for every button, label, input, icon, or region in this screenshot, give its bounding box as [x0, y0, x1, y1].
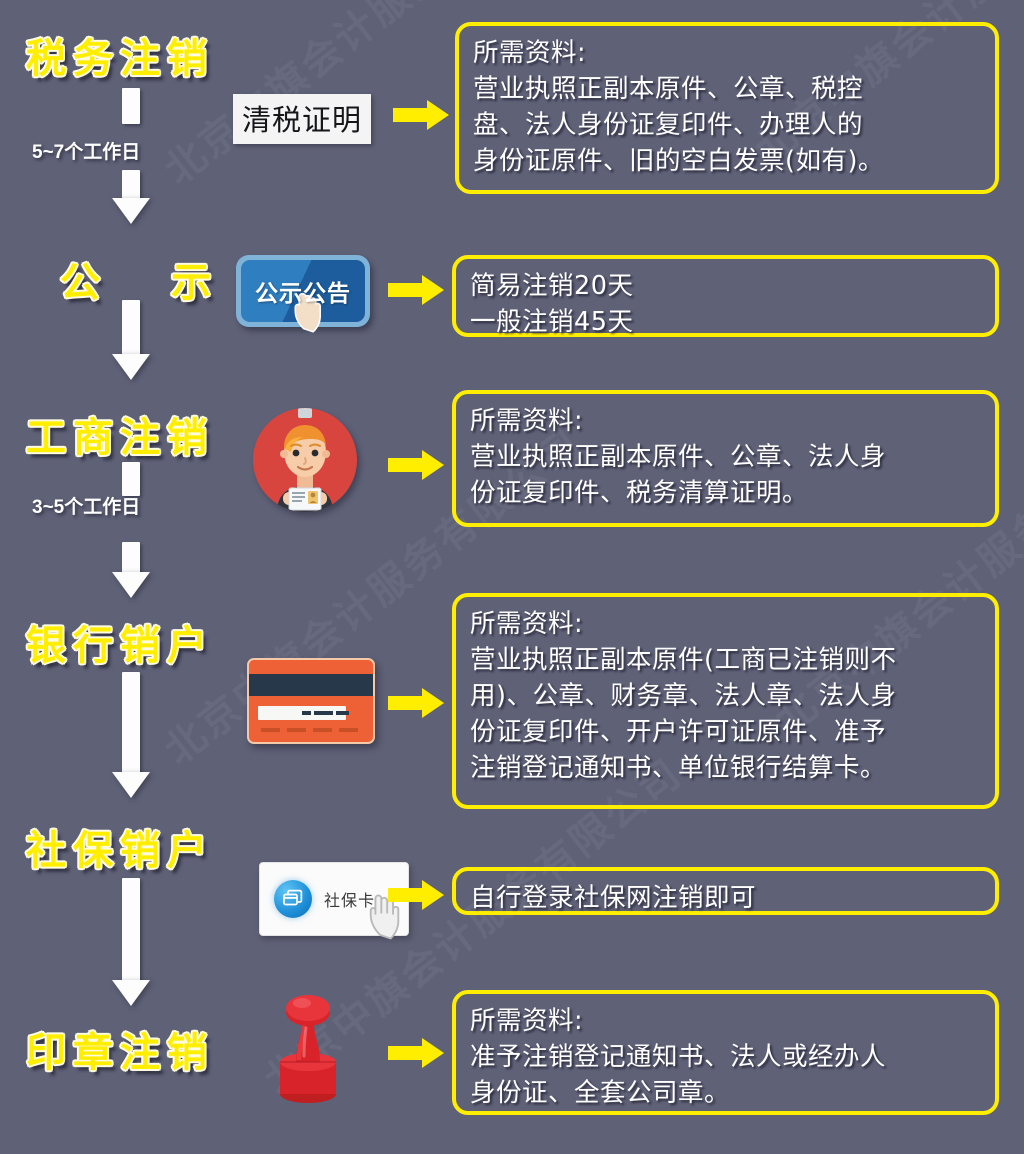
- flow-arrow-3: [106, 462, 156, 602]
- info-box-business-deregistration: 所需资料: 营业执照正副本原件、公章、法人身 份证复印件、税务清算证明。: [452, 390, 999, 527]
- pointer-arrow-4: [388, 688, 444, 718]
- info-box-seal-cancellation: 所需资料: 准予注销登记通知书、法人或经办人 身份证、全套公司章。: [452, 990, 999, 1115]
- duration-label-1: 5~7个工作日: [32, 142, 141, 163]
- badge-credit-card: [247, 658, 375, 744]
- step-title-bank-account-closure: 银行销户: [26, 624, 214, 668]
- info-line: 用)、公章、财务章、法人章、法人身: [470, 681, 897, 711]
- info-line: 注销登记通知书、单位银行结算卡。: [470, 753, 887, 783]
- info-line: 所需资料:: [470, 1006, 584, 1036]
- social-card-icon: [274, 880, 312, 918]
- info-line: 营业执照正副本原件(工商已注销则不: [470, 645, 897, 675]
- step-title-seal-cancellation: 印章注销: [26, 1031, 214, 1075]
- info-line: 所需资料:: [470, 406, 584, 436]
- info-line: 营业执照正副本原件、公章、税控: [473, 74, 864, 104]
- info-line: 营业执照正副本原件、公章、法人身: [470, 442, 887, 472]
- info-line: 一般注销45天: [470, 307, 634, 337]
- step-title-business-deregistration: 工商注销: [26, 416, 214, 460]
- badge-label: 公示公告: [255, 280, 351, 306]
- badge-clearance-certificate: 清税证明: [233, 94, 372, 144]
- badge-social-security-card-panel[interactable]: 社保卡: [259, 862, 409, 936]
- badge-label: 社保卡: [324, 893, 376, 910]
- info-box-public-announcement: 简易注销20天 一般注销45天: [452, 255, 999, 337]
- badge-person-avatar: [253, 408, 357, 512]
- info-line: 身份证、全套公司章。: [470, 1078, 731, 1108]
- info-line: 简易注销20天: [470, 271, 634, 301]
- info-line: 准予注销登记通知书、法人或经办人: [470, 1042, 887, 1072]
- step-title-social-security-closure: 社保销户: [26, 829, 214, 873]
- pointer-arrow-6: [388, 1038, 444, 1068]
- pointer-arrow-1: [393, 100, 449, 130]
- info-line: 份证复印件、开户许可证原件、准予: [470, 717, 887, 747]
- info-box-tax-deregistration: 所需资料: 营业执照正副本原件、公章、税控 盘、法人身份证复印件、办理人的 身份…: [455, 22, 999, 194]
- info-line: 份证复印件、税务清算证明。: [470, 478, 809, 508]
- info-box-bank-account-closure: 所需资料: 营业执照正副本原件(工商已注销则不 用)、公章、财务章、法人章、法人…: [452, 593, 999, 809]
- badge-red-stamp: [272, 988, 344, 1111]
- flow-arrow-4: [106, 672, 156, 812]
- duration-label-3: 3~5个工作日: [32, 497, 141, 518]
- badge-public-announcement-button[interactable]: 公示公告: [236, 255, 370, 327]
- info-box-social-security-closure: 自行登录社保网注销即可: [452, 867, 999, 915]
- flow-arrow-2: [106, 300, 156, 386]
- pointer-arrow-3: [388, 450, 444, 480]
- info-line: 身份证原件、旧的空白发票(如有)。: [473, 146, 884, 176]
- flow-arrow-1: [106, 88, 156, 228]
- info-line: 盘、法人身份证复印件、办理人的: [473, 110, 864, 140]
- info-line: 所需资料:: [470, 609, 584, 639]
- step-title-tax-deregistration: 税务注销: [26, 37, 214, 81]
- pointer-arrow-2: [388, 275, 444, 305]
- flow-arrow-5: [106, 878, 156, 1018]
- step-title-public-announcement: 公 示: [60, 261, 242, 305]
- info-line: 所需资料:: [473, 38, 587, 68]
- pointer-arrow-5: [388, 880, 444, 910]
- info-line: 自行登录社保网注销即可: [470, 883, 757, 913]
